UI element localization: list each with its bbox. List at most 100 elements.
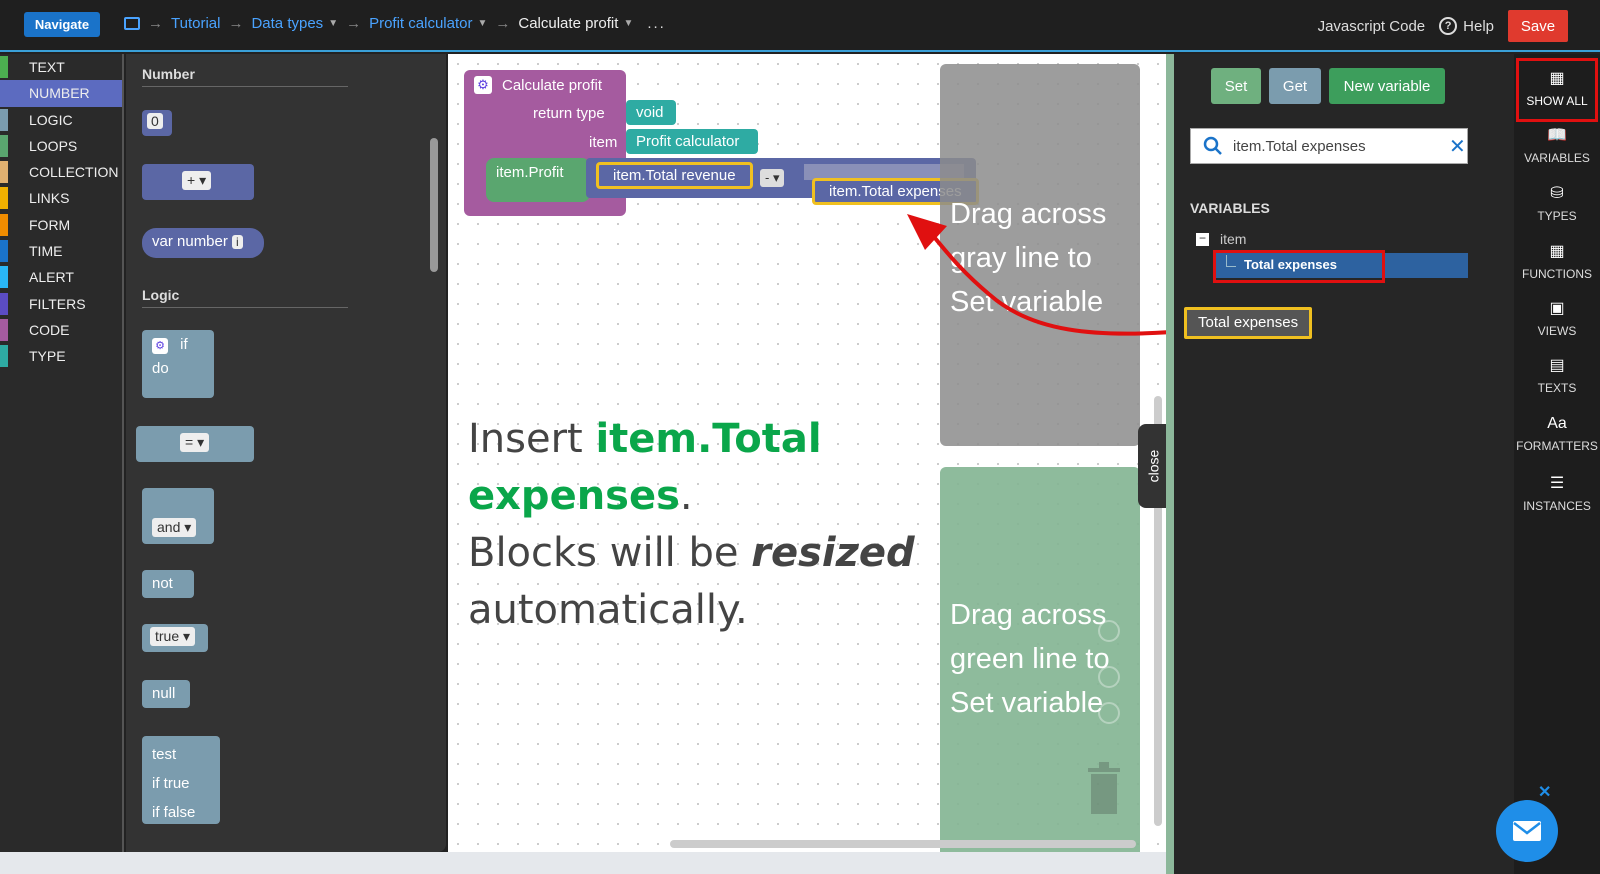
compare-block[interactable]: = ▾: [136, 426, 254, 462]
close-chat-icon[interactable]: ✕: [1538, 784, 1552, 801]
flyout-scrollbar[interactable]: [430, 138, 438, 272]
gear-icon[interactable]: ⚙: [152, 337, 168, 354]
tree-item-root[interactable]: item: [1220, 231, 1247, 247]
category-time[interactable]: TIME: [0, 238, 122, 264]
sidebar-functions-button[interactable]: ▦FUNCTIONS: [1514, 233, 1600, 289]
collapse-icon[interactable]: −: [1196, 232, 1209, 246]
search-input[interactable]: [1233, 137, 1443, 155]
category-color-bar: [0, 134, 8, 157]
if-false-label: if false: [152, 804, 196, 821]
operator-dropdown[interactable]: - ▾: [760, 169, 785, 187]
sidebar-views-button[interactable]: ▣VIEWS: [1514, 290, 1600, 346]
number-value[interactable]: 0: [147, 113, 163, 129]
breadcrumb-calculate-profit[interactable]: Calculate profit: [518, 15, 619, 32]
workspace-canvas[interactable]: ⚙ Calculate profit return type item void…: [448, 54, 1166, 852]
variables-heading: VARIABLES: [1190, 200, 1270, 216]
dragged-variable-tag[interactable]: Total expenses: [1184, 307, 1313, 339]
canvas-horizontal-scrollbar[interactable]: [670, 840, 1136, 848]
null-label: null: [152, 685, 176, 702]
book-icon: 📖: [1547, 127, 1567, 144]
breadcrumb-tutorial[interactable]: Tutorial: [171, 15, 221, 32]
null-block[interactable]: null: [142, 680, 190, 708]
arrow-right-icon: →: [346, 15, 362, 32]
save-button[interactable]: Save: [1508, 10, 1568, 42]
empty-slot[interactable]: [804, 164, 964, 180]
and-block[interactable]: and ▾: [142, 488, 214, 544]
boolean-block[interactable]: true ▾: [142, 624, 208, 652]
category-code[interactable]: CODE: [0, 317, 122, 343]
not-block[interactable]: not: [142, 570, 194, 598]
arrow-right-icon: →: [148, 15, 163, 32]
panel-divider[interactable]: [1166, 54, 1174, 874]
clear-search-icon[interactable]: ✕: [1449, 135, 1466, 158]
green-drop-zone[interactable]: Drag across green line to Set variable: [940, 467, 1140, 852]
gear-icon[interactable]: ⚙: [474, 76, 492, 94]
trash-icon[interactable]: [1084, 760, 1124, 816]
sidebar-label: TYPES: [1537, 209, 1577, 223]
database-icon[interactable]: [124, 17, 140, 30]
breadcrumb-data-types[interactable]: Data types: [251, 15, 324, 32]
sidebar-texts-button[interactable]: ▤TEXTS: [1514, 347, 1600, 403]
close-panel-tab[interactable]: close: [1138, 424, 1166, 508]
new-variable-button[interactable]: New variable: [1329, 68, 1445, 104]
caret-down-icon[interactable]: ▼: [623, 18, 634, 29]
operator-dropdown[interactable]: + ▾: [182, 171, 212, 190]
not-label: not: [152, 575, 173, 592]
caret-down-icon[interactable]: ▼: [328, 18, 339, 29]
if-do-block[interactable]: ⚙ if do: [142, 330, 214, 398]
navigate-button[interactable]: Navigate: [24, 12, 100, 37]
sidebar-show-all-button[interactable]: ▦SHOW ALL: [1514, 60, 1600, 116]
category-form[interactable]: FORM: [0, 212, 122, 238]
help-link[interactable]: Help: [1463, 17, 1494, 35]
gray-drop-zone[interactable]: Drag across gray line to Set variable: [940, 64, 1140, 446]
set-item-profit-block[interactable]: item.Profit: [486, 158, 590, 202]
arithmetic-block[interactable]: + ▾: [142, 164, 254, 200]
list-icon: ☰: [1549, 475, 1565, 492]
return-type-void-block[interactable]: void: [626, 100, 676, 125]
canvas-vertical-scrollbar[interactable]: [1154, 396, 1162, 826]
zoom-out-icon[interactable]: [1098, 702, 1120, 724]
category-links[interactable]: LINKS: [0, 185, 122, 211]
set-button[interactable]: Set: [1211, 68, 1261, 104]
help-icon[interactable]: ?: [1439, 17, 1458, 35]
caret-down-icon[interactable]: ▼: [477, 18, 488, 29]
category-collection[interactable]: COLLECTION: [0, 159, 122, 185]
more-menu[interactable]: ...: [647, 15, 666, 32]
category-text[interactable]: TEXT: [0, 54, 122, 80]
info-icon[interactable]: i: [232, 235, 243, 249]
breadcrumb-profit-calculator[interactable]: Profit calculator: [369, 15, 473, 32]
category-alert[interactable]: ALERT: [0, 264, 122, 290]
ternary-block[interactable]: test if true if false: [142, 736, 220, 824]
category-label: FORM: [29, 216, 71, 233]
and-dropdown[interactable]: and ▾: [152, 518, 197, 537]
category-number[interactable]: NUMBER: [0, 80, 122, 107]
javascript-code-link[interactable]: Javascript Code: [1317, 17, 1426, 35]
category-label: NUMBER: [29, 85, 90, 102]
category-loops[interactable]: LOOPS: [0, 133, 122, 159]
variable-search: ✕: [1190, 128, 1468, 164]
category-label: TYPE: [29, 348, 66, 365]
sidebar-types-button[interactable]: ⛁TYPES: [1514, 175, 1600, 231]
number-block[interactable]: 0: [142, 110, 172, 136]
mail-icon: [1513, 821, 1541, 841]
category-logic[interactable]: LOGIC: [0, 107, 122, 133]
zoom-reset-icon[interactable]: [1098, 620, 1120, 642]
var-number-block[interactable]: var number i: [142, 228, 264, 258]
tree-item-selected[interactable]: [1214, 253, 1468, 278]
item-total-revenue-block[interactable]: item.Total revenue: [596, 162, 753, 189]
category-type[interactable]: TYPE: [0, 343, 122, 369]
chat-button[interactable]: [1496, 800, 1558, 862]
zoom-in-icon[interactable]: [1098, 666, 1120, 688]
sidebar-instances-button[interactable]: ☰INSTANCES: [1514, 465, 1600, 521]
tree-item-total-expenses[interactable]: Total expenses: [1244, 257, 1337, 272]
category-filters[interactable]: FILTERS: [0, 291, 122, 317]
arrow-right-icon: →: [228, 15, 244, 32]
item-type-block[interactable]: Profit calculator: [626, 129, 758, 154]
sidebar-variables-button[interactable]: 📖VARIABLES: [1514, 117, 1600, 173]
operator-dropdown[interactable]: = ▾: [180, 433, 210, 452]
boolean-dropdown[interactable]: true ▾: [150, 627, 196, 646]
arrow-right-icon: →: [495, 15, 511, 32]
get-button[interactable]: Get: [1269, 68, 1321, 104]
